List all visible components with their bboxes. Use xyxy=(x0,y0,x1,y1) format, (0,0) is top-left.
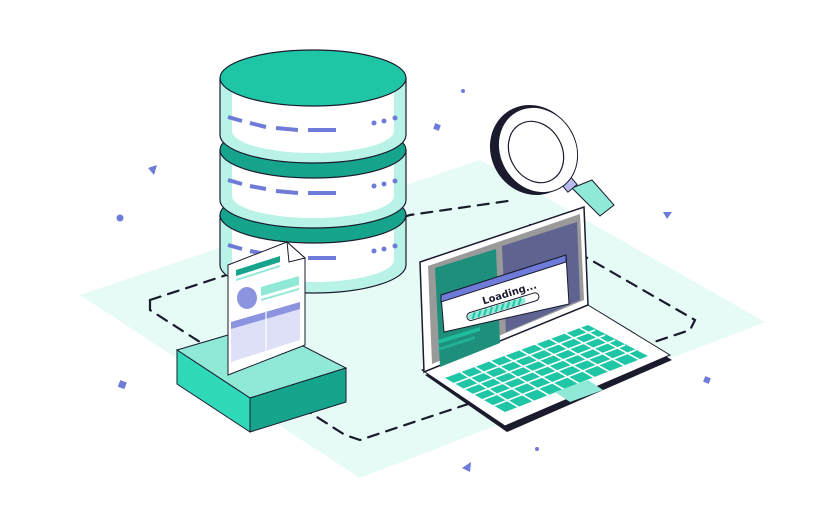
dot-icon xyxy=(535,447,539,451)
dot-icon xyxy=(461,89,465,93)
loading-dialog: Loading... xyxy=(440,254,570,333)
triangle-icon xyxy=(462,462,471,472)
decorative-shapes xyxy=(116,89,711,472)
keyboard xyxy=(445,325,648,412)
document xyxy=(227,240,307,376)
diamond-icon xyxy=(117,380,127,390)
dashed-path xyxy=(148,198,697,442)
triangle-icon xyxy=(663,212,672,219)
trackpad xyxy=(555,380,603,402)
dot-icon xyxy=(116,214,124,222)
diamond-icon xyxy=(703,376,711,384)
progress-bar xyxy=(466,292,540,321)
diamond-icon xyxy=(433,123,441,131)
magnifying-glass xyxy=(489,104,615,217)
triangle-icon xyxy=(148,165,157,175)
database-indicators xyxy=(227,115,336,260)
database-top xyxy=(219,49,407,107)
database-dots xyxy=(371,115,398,254)
